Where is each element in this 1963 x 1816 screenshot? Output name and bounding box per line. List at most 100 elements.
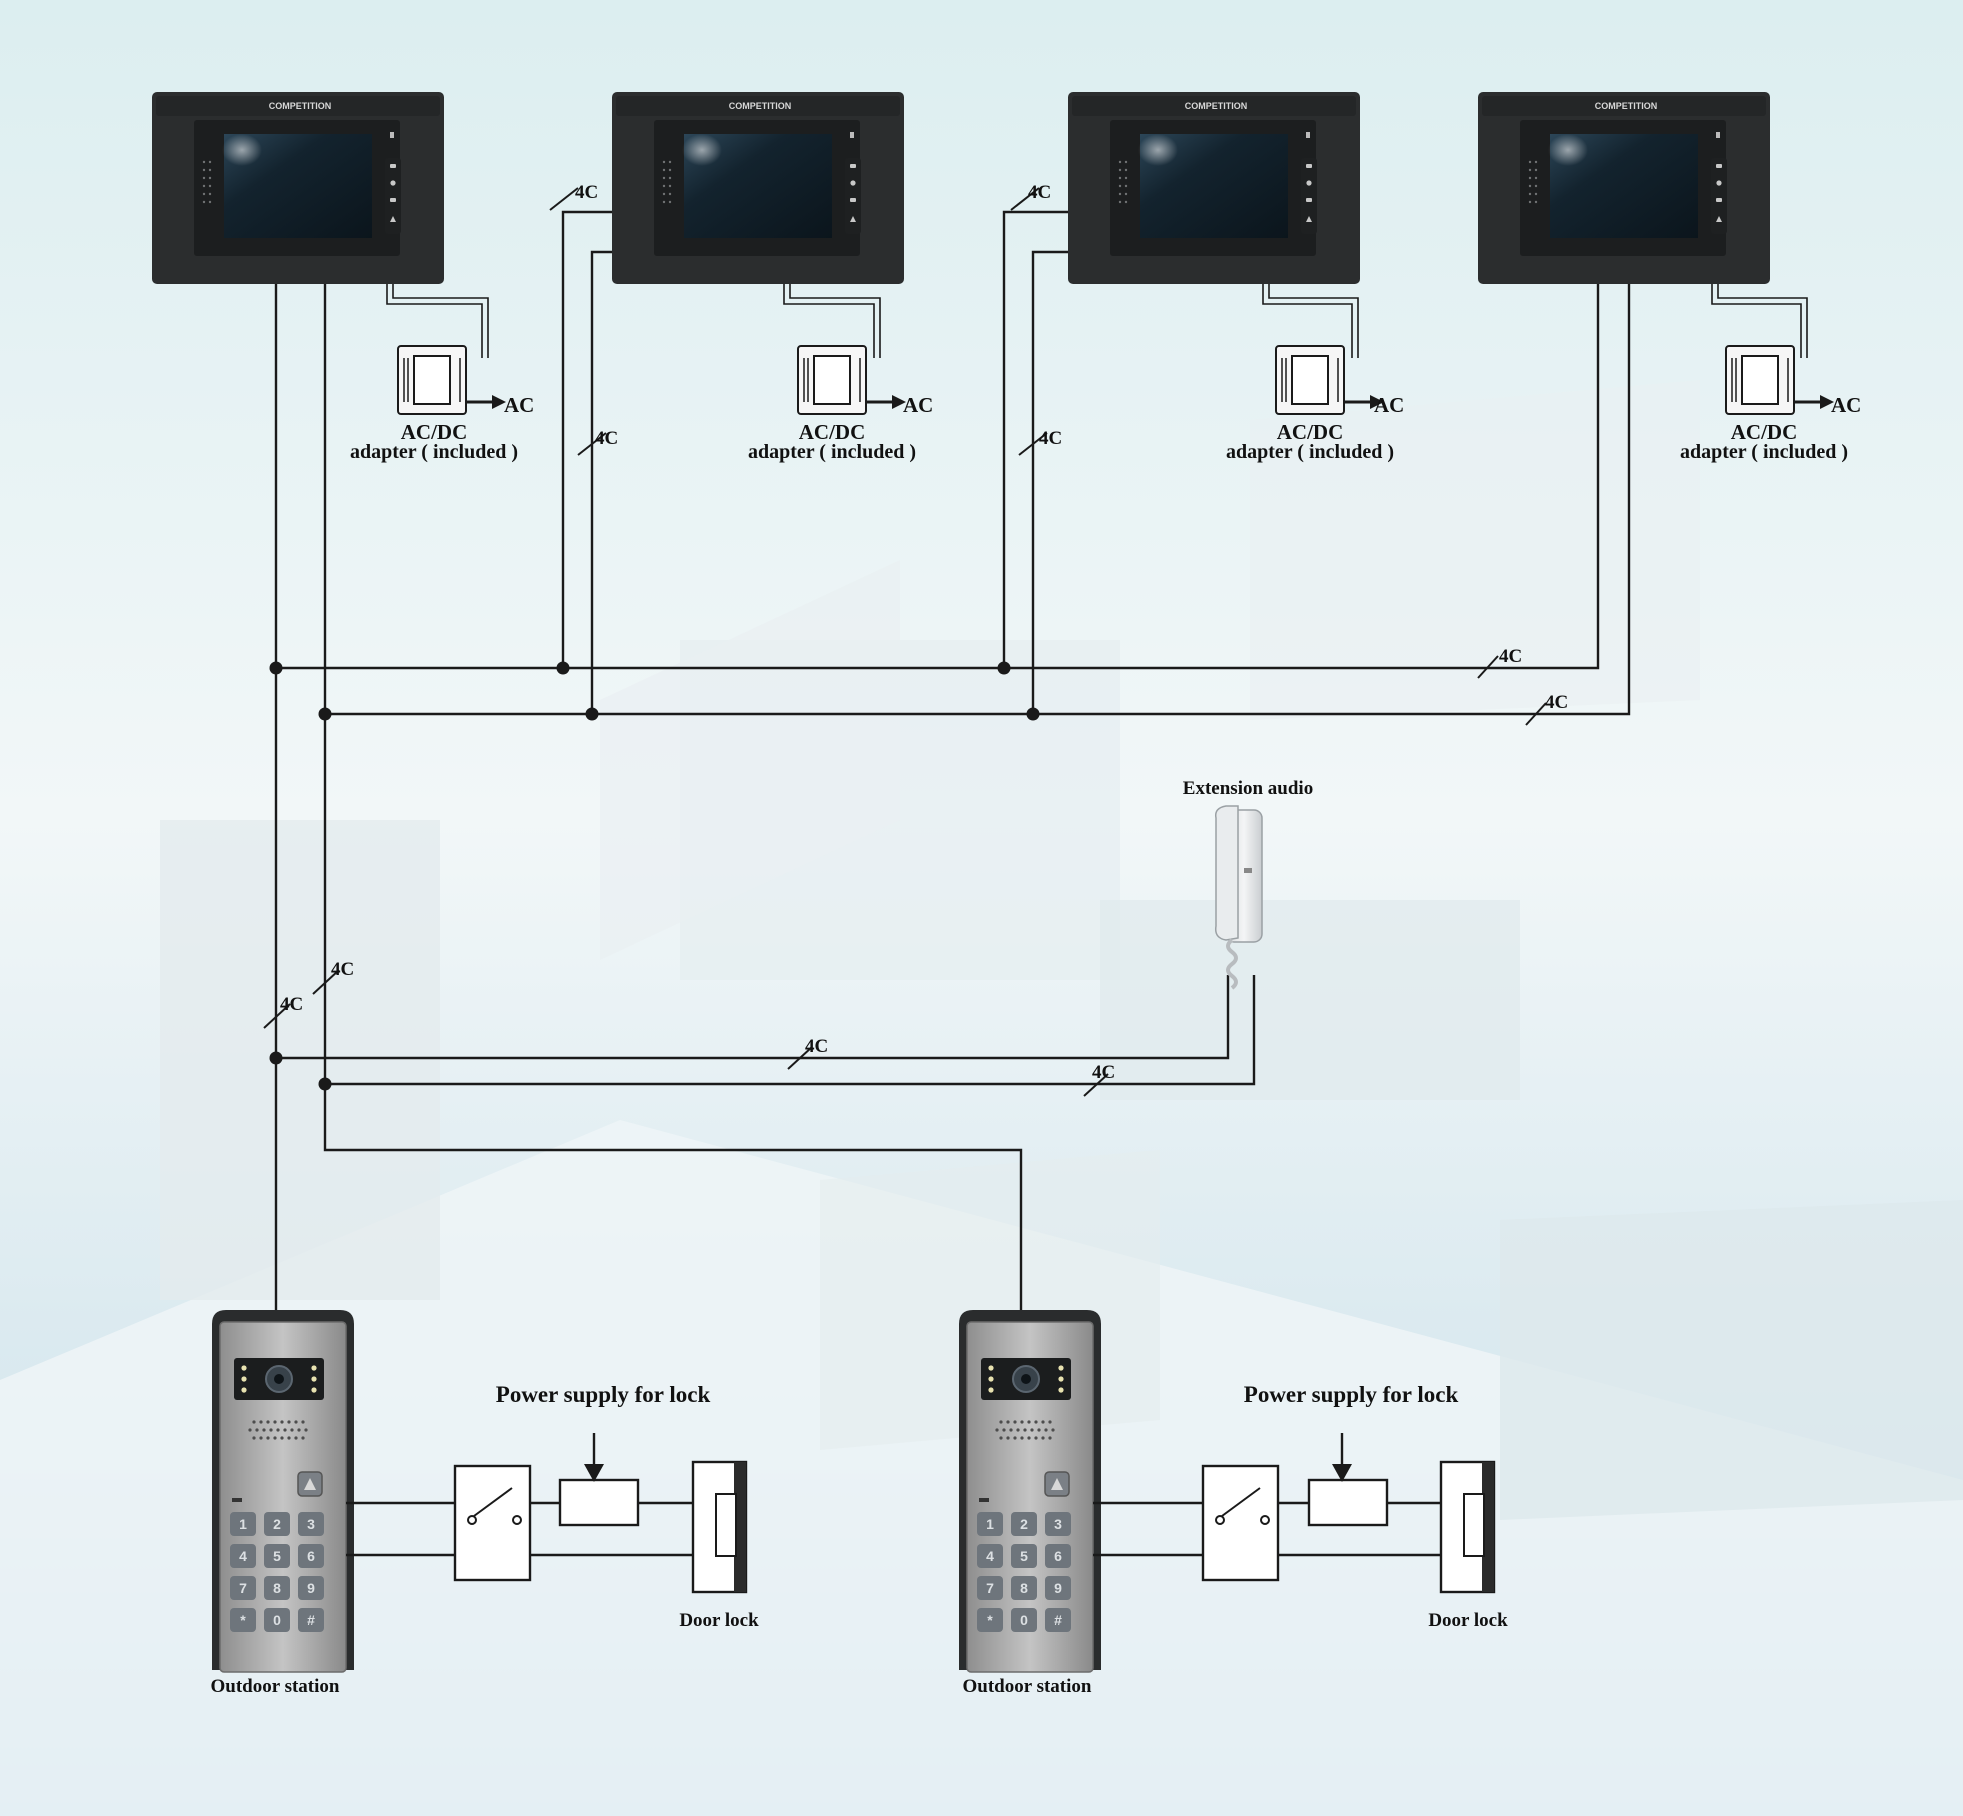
arrow-down-icon: [1332, 1464, 1352, 1482]
unlock-icon: [850, 198, 856, 202]
keypad-key-label: 2: [273, 1516, 281, 1532]
keypad-key-label: *: [987, 1612, 993, 1628]
keypad-key[interactable]: [1011, 1608, 1037, 1632]
ac-label: AC: [504, 393, 534, 417]
coiled-cord: [1226, 938, 1238, 990]
adapter-label: adapter ( included ): [1226, 441, 1394, 463]
keypad-key[interactable]: [264, 1608, 290, 1632]
keypad-key-label: 3: [307, 1516, 315, 1532]
cable-label: 4C: [1039, 428, 1062, 449]
keypad-key[interactable]: [1011, 1544, 1037, 1568]
keypad-key[interactable]: [1011, 1512, 1037, 1536]
power-supply-box: [558, 1478, 640, 1527]
indoor-monitor-2: COMPETITION: [612, 92, 904, 284]
monitor-icon: [390, 216, 396, 222]
keypad-key-label: 1: [986, 1516, 994, 1532]
cable-label: 4C: [575, 182, 598, 203]
indoor-monitor-1: COMPETITION: [152, 92, 444, 284]
keypad-key-label: 8: [1020, 1580, 1028, 1596]
outdoor-station-label: Outdoor station: [963, 1676, 1092, 1697]
cable-label: 4C: [331, 959, 354, 980]
keypad-key[interactable]: [1045, 1576, 1071, 1600]
adapter-4: [1725, 345, 1834, 415]
keypad-key[interactable]: [1045, 1512, 1071, 1536]
keypad-key[interactable]: [230, 1544, 256, 1568]
keypad-key[interactable]: [298, 1512, 324, 1536]
adapter-label: adapter ( included ): [1680, 441, 1848, 463]
keypad-key[interactable]: [230, 1576, 256, 1600]
cable-label: 4C: [1092, 1062, 1115, 1083]
adapter-1: [397, 345, 506, 415]
power-led-icon: [1716, 132, 1720, 138]
keypad-key[interactable]: [977, 1576, 1003, 1600]
keypad-key[interactable]: [977, 1512, 1003, 1536]
power-led-icon: [850, 132, 854, 138]
keypad-key[interactable]: [264, 1544, 290, 1568]
cable-label: 4C: [1028, 182, 1051, 203]
cable-label: 4C: [805, 1036, 828, 1057]
talk-icon: [1306, 180, 1312, 186]
keypad-key[interactable]: [1045, 1544, 1071, 1568]
monitor-icon: [850, 216, 856, 222]
switch-icon: [473, 1487, 513, 1517]
keypad-key-label: 6: [1054, 1548, 1062, 1564]
keypad-key[interactable]: [230, 1512, 256, 1536]
keypad-key-label: 1: [239, 1516, 247, 1532]
power-supply-label: Power supply for lock: [1244, 1382, 1459, 1407]
keypad-key[interactable]: [1011, 1576, 1037, 1600]
outdoor-station-label: Outdoor station: [211, 1676, 340, 1697]
keypad-key-label: 3: [1054, 1516, 1062, 1532]
monitor-icon: [1306, 216, 1312, 222]
bell-icon: [1051, 1478, 1063, 1490]
ac-label: AC: [1374, 393, 1404, 417]
keypad-key[interactable]: [1045, 1608, 1071, 1632]
keypad: 1 2 3 4 5 6 7 8 9 * 0 #: [230, 1512, 324, 1632]
keypad-key[interactable]: [264, 1512, 290, 1536]
keypad-key[interactable]: [264, 1576, 290, 1600]
keypad: 1 2 3 4 5 6 7 8 9 * 0 #: [977, 1512, 1071, 1632]
cable-tick: [263, 1003, 291, 1029]
indoor-monitor-3: COMPETITION: [1068, 92, 1360, 284]
keypad-key[interactable]: [230, 1608, 256, 1632]
lock-bolt-icon: [1463, 1493, 1485, 1557]
keypad-key-label: 8: [273, 1580, 281, 1596]
outdoor-station-2: 1 2 3 4 5 6 7 8 9 * 0 #: [959, 1310, 1101, 1673]
cable-label: 4C: [1499, 646, 1522, 667]
adapter-2: [797, 345, 906, 415]
keypad-key[interactable]: [298, 1544, 324, 1568]
cable-tick: [1010, 187, 1040, 211]
cable-tick: [312, 969, 340, 995]
indoor-monitor-4: COMPETITION: [1478, 92, 1770, 284]
keypad-key-label: 4: [239, 1548, 247, 1564]
handset-receiver: [1214, 805, 1239, 941]
talk-icon: [390, 180, 396, 186]
unlock-icon: [1306, 198, 1312, 202]
ac-label: AC: [1831, 393, 1861, 417]
power-led-icon: [390, 132, 394, 138]
adapter-label: AC/DC: [1731, 420, 1798, 444]
keypad-key[interactable]: [298, 1576, 324, 1600]
keypad-key[interactable]: [977, 1608, 1003, 1632]
lock-circuit-1: Power supply for lock Door lock: [346, 1382, 759, 1631]
keypad-key-label: 5: [1020, 1548, 1028, 1564]
keypad-key-label: 4: [986, 1548, 994, 1564]
keypad-key-label: #: [307, 1612, 315, 1628]
keypad-key[interactable]: [977, 1544, 1003, 1568]
keypad-key-label: 9: [1054, 1580, 1062, 1596]
speaker-grille: [995, 1420, 1055, 1440]
extension-audio-label: Extension audio: [1183, 778, 1313, 799]
menu-icon: [1716, 164, 1722, 168]
keypad-key-label: #: [1054, 1612, 1062, 1628]
speaker-grille: [1118, 160, 1128, 204]
keypad-key-label: 7: [239, 1580, 247, 1596]
cable-tick: [577, 432, 607, 456]
menu-icon: [1306, 164, 1312, 168]
arrow-down-icon: [584, 1464, 604, 1482]
bell-icon: [304, 1478, 316, 1490]
keypad-key-label: 7: [986, 1580, 994, 1596]
keypad-key-label: 5: [273, 1548, 281, 1564]
keypad-key[interactable]: [298, 1608, 324, 1632]
menu-icon: [390, 164, 396, 168]
